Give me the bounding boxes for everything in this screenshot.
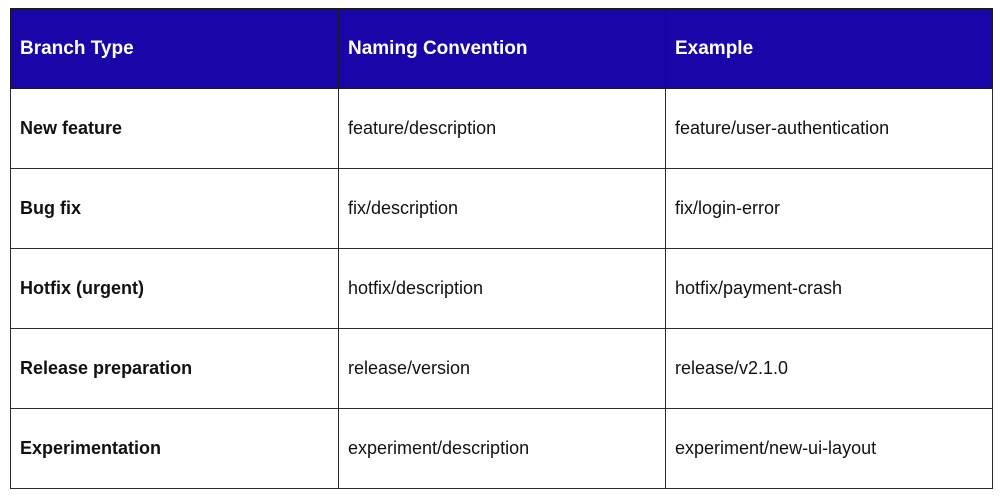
naming-convention-cell: experiment/description — [338, 408, 666, 489]
branch-type-cell: Hotfix (urgent) — [10, 248, 339, 329]
branch-type-cell: Bug fix — [10, 168, 339, 249]
header-naming-convention: Naming Convention — [338, 8, 666, 89]
branch-type-cell: Release preparation — [10, 328, 339, 409]
table-row: New feature feature/description feature/… — [10, 88, 993, 169]
table-row: Hotfix (urgent) hotfix/description hotfi… — [10, 248, 993, 329]
example-cell: fix/login-error — [665, 168, 993, 249]
branch-type-cell: New feature — [10, 88, 339, 169]
table-body: New feature feature/description feature/… — [10, 88, 993, 489]
table-row: Release preparation release/version rele… — [10, 328, 993, 409]
naming-convention-cell: feature/description — [338, 88, 666, 169]
naming-convention-cell: hotfix/description — [338, 248, 666, 329]
table-header: Branch Type Naming Convention Example — [10, 8, 993, 89]
naming-convention-cell: fix/description — [338, 168, 666, 249]
branch-type-cell: Experimentation — [10, 408, 339, 489]
example-cell: experiment/new-ui-layout — [665, 408, 993, 489]
example-cell: release/v2.1.0 — [665, 328, 993, 409]
table-row: Experimentation experiment/description e… — [10, 408, 993, 489]
table-row: Bug fix fix/description fix/login-error — [10, 168, 993, 249]
header-branch-type: Branch Type — [10, 8, 339, 89]
branch-naming-table: Branch Type Naming Convention Example Ne… — [10, 8, 993, 489]
header-row: Branch Type Naming Convention Example — [10, 8, 993, 89]
naming-convention-cell: release/version — [338, 328, 666, 409]
header-example: Example — [665, 8, 993, 89]
example-cell: feature/user-authentication — [665, 88, 993, 169]
example-cell: hotfix/payment-crash — [665, 248, 993, 329]
